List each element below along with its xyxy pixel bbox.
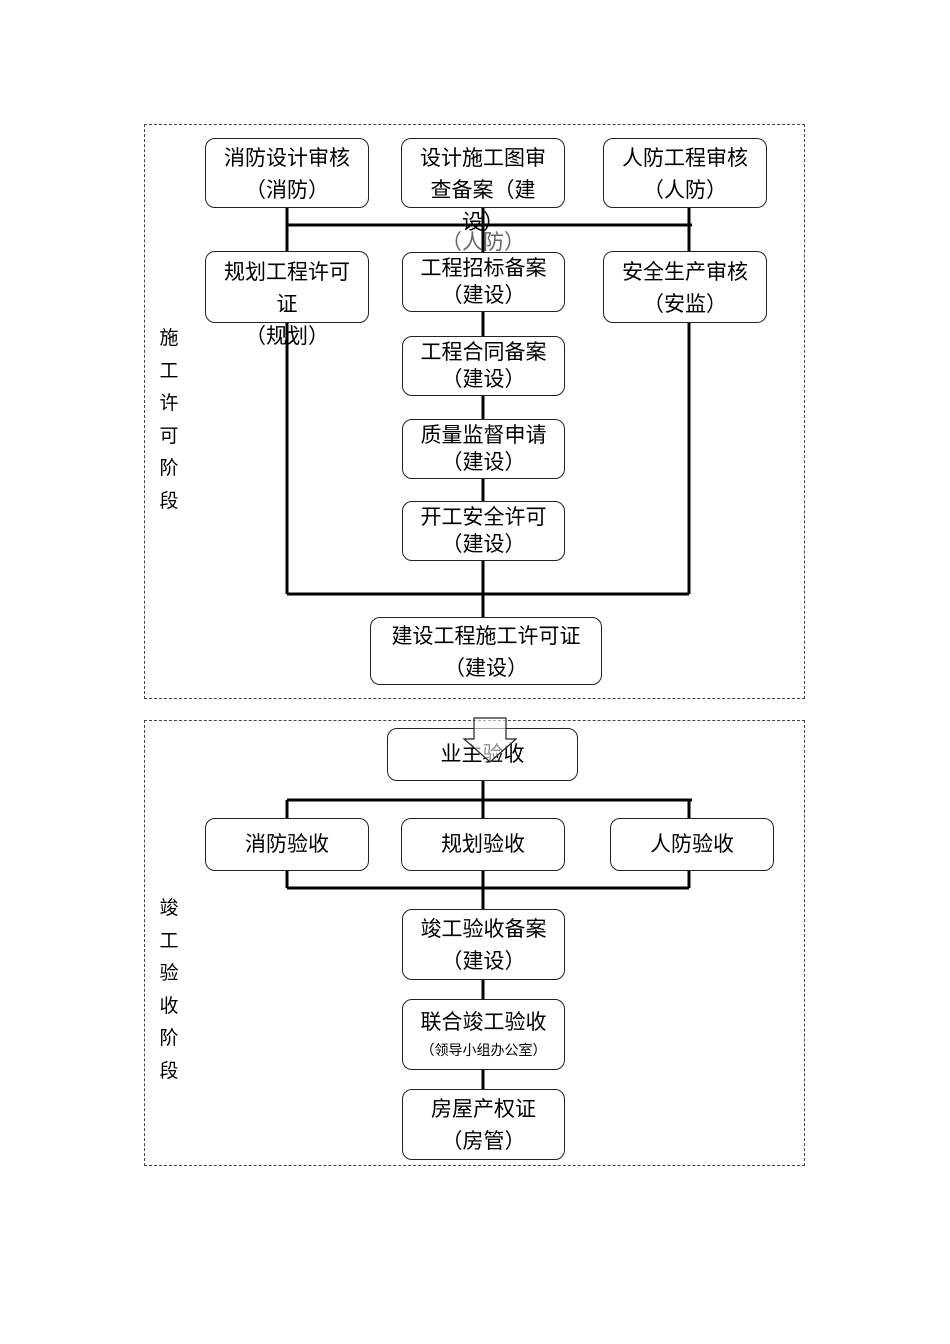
- quality-supervision-box: 质量监督申请 （建设）: [402, 419, 565, 479]
- completion-filing-box: 竣工验收备案 （建设）: [402, 909, 565, 980]
- down-arrow-icon: [462, 717, 518, 763]
- tender-filing-box: 工程招标备案 （建设）: [402, 252, 565, 312]
- stage1-label: 施 工 许 可 阶 段: [159, 327, 179, 512]
- construction-drawing-review-box: 设计施工图审 查备案（建 设） （人防）: [401, 138, 565, 254]
- joint-acceptance-box: 联合竣工验收 （领导小组办公室）: [402, 999, 565, 1070]
- planning-acceptance-box: 规划验收: [401, 818, 565, 871]
- fire-design-review-box: 消防设计审核 （消防）: [205, 138, 369, 208]
- safety-review-box: 安全生产审核 （安监）: [603, 251, 767, 323]
- contract-filing-box: 工程合同备案 （建设）: [402, 336, 565, 396]
- civil-defense-acceptance-box: 人防验收: [610, 818, 774, 871]
- safety-permit-box: 开工安全许可 （建设）: [402, 501, 565, 561]
- stage-construction-permit-frame: [144, 124, 805, 699]
- construction-permit-box: 建设工程施工许可证 （建设）: [370, 617, 602, 685]
- fire-acceptance-box: 消防验收: [205, 818, 369, 871]
- property-certificate-box: 房屋产权证 （房管）: [402, 1089, 565, 1160]
- stage2-label: 竣 工 验 收 阶 段: [159, 897, 179, 1082]
- planning-permit-box: 规划工程许可 证 （规划）: [205, 251, 369, 348]
- civil-defense-review-box: 人防工程审核 （人防）: [603, 138, 767, 208]
